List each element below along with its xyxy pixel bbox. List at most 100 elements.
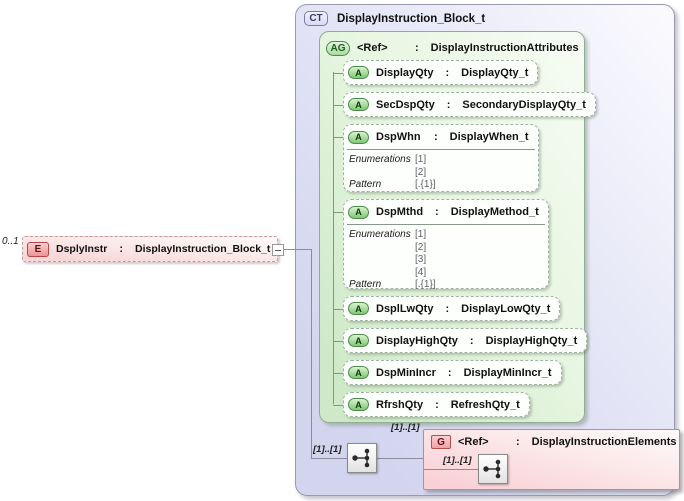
group-name: <Ref> [458,436,489,448]
attribute-badge: A [348,334,369,347]
separator: : [469,334,474,347]
attribute-title: A DisplayQty : DisplayQty_t [344,61,537,84]
pattern-label: Pattern [349,279,382,290]
enumerations-row: Enumerations [1] [2] [349,154,531,179]
sequence-glyph [352,448,370,468]
group-box[interactable]: G <Ref> : DisplayInstructionElements [1]… [423,429,680,490]
attribute-title: A SecDspQty : SecondaryDisplayQty_t [344,93,595,116]
occurrence-label: 0..1 [2,236,19,247]
attribute-badge: A [348,366,369,379]
attribute-box-dspminincr[interactable]: A DspMinIncr : DisplayMinIncr_t [333,360,562,385]
attribute-badge: A [348,130,369,144]
connector-line [377,458,423,459]
attribute-title: A DspMthd : DisplayMethod_t [344,200,548,224]
attribute-type: DisplayMinIncr_t [463,366,552,379]
attribute-box-dspmthd[interactable]: A DspMthd : DisplayMethod_t Enumerations… [333,199,549,290]
attribute-type: DisplayLowQty_t [461,302,551,315]
element-name: DsplyInstr [56,243,108,255]
occurrence-label: [1]..[1] [313,444,342,455]
element-badge: E [27,241,49,257]
attribute-box-rfrshqty[interactable]: A RfrshQty : RefreshQty_t [333,392,530,417]
sequence-glyph [483,459,501,479]
complex-type-badge: CT [304,11,328,26]
pattern-row: Pattern [.{1}] [349,279,541,292]
enumeration-value: [2] [415,241,427,253]
attribute-name: DspMthd [376,206,424,218]
separator: : [119,243,124,255]
attribute-badge: A [348,398,369,411]
occurrence-label: [1]..[1] [443,455,472,466]
separator: : [446,98,451,111]
separator: : [434,131,438,143]
facet-panel: Enumerations [1] [2] Pattern [.{1}] [347,149,535,194]
attribute-box-dspllwqty[interactable]: A DsplLwQty : DisplayLowQty_t [332,296,561,321]
attribute-type: DisplayHighQty_t [485,334,578,347]
attribute-title: A DisplayHighQty : DisplayHighQty_t [344,329,586,352]
connector-rail [333,72,334,404]
pattern-value: [.{1}] [415,279,436,290]
enumerations-label: Enumerations [349,229,411,240]
attribute-group-header: AG <Ref> : DisplayInstructionAttributes [320,32,584,58]
attribute-badge: A [348,302,369,315]
connector-line [311,458,347,459]
occurrence-label: [1]..[1] [391,422,420,433]
separator: : [435,398,439,411]
separator: : [435,206,439,218]
separator: : [445,302,450,315]
attribute-name: SecDspQty [376,98,435,111]
pattern-row: Pattern [.{1}] [349,179,531,192]
separator: : [516,436,520,448]
sequence-icon[interactable] [347,443,377,473]
minus-icon [275,250,281,251]
pattern-value: [.{1}] [415,179,436,190]
enumeration-values: [1] [2] [415,154,426,179]
facet-panel: Enumerations [1] [2] [3] [4] Pattern [347,224,545,294]
connector-line [311,249,312,458]
complex-type-box[interactable]: CT DisplayInstruction_Block_t AG <Ref> :… [295,4,675,496]
separator: : [447,366,452,379]
attribute-badge: A [348,98,369,111]
attribute-name: DisplayQty [376,66,434,79]
enumeration-value: [1] [415,229,427,240]
attribute-title: A RfrshQty : RefreshQty_t [344,393,529,416]
separator: : [415,42,419,54]
attribute-type: DisplayMethod_t [450,206,539,218]
element-box-dsplyinstr[interactable]: E DsplyInstr : DisplayInstruction_Block_… [22,236,284,262]
attribute-box-displayqty[interactable]: A DisplayQty : DisplayQty_t [332,60,539,85]
attribute-group-box[interactable]: AG <Ref> : DisplayInstructionAttributes … [319,31,596,423]
enumeration-value: [2] [415,166,427,178]
attribute-box-secdspqty[interactable]: A SecDspQty : SecondaryDisplayQty_t [333,92,596,117]
attribute-group-type: DisplayInstructionAttributes [430,42,579,54]
complex-type-title: DisplayInstruction_Block_t [337,12,486,25]
attribute-group-badge: AG [326,40,350,56]
group-header: G <Ref> : DisplayInstructionElements [424,430,679,449]
attribute-list: A DisplayQty : DisplayQty_t A SecDspQty … [332,60,596,417]
connector-line [282,249,312,250]
attribute-type: SecondaryDisplayQty_t [462,98,586,111]
enumerations-label: Enumerations [349,154,411,165]
attribute-badge: A [348,205,369,219]
attribute-badge: A [348,66,369,79]
attribute-name: DisplayHighQty [376,334,458,347]
attribute-type: DisplayQty_t [461,66,529,79]
element-type: DisplayInstruction_Block_t [135,243,271,255]
group-type: DisplayInstructionElements [531,436,677,448]
sequence-icon[interactable] [478,454,508,484]
attribute-name: DspMinIncr [376,366,436,379]
attribute-box-displayhighqty[interactable]: A DisplayHighQty : DisplayHighQty_t [332,328,588,353]
connector-line [424,469,478,470]
attribute-box-dspwhn[interactable]: A DspWhn : DisplayWhen_t Enumerations [1… [333,124,539,194]
group-badge: G [431,435,451,449]
attribute-title: A DspMinIncr : DisplayMinIncr_t [344,361,561,384]
attribute-name: DsplLwQty [376,302,434,315]
pattern-label: Pattern [349,179,382,190]
complex-type-header: CT DisplayInstruction_Block_t [296,5,674,26]
enumeration-value: [1] [415,154,427,165]
enumeration-value: [4] [415,266,427,278]
attribute-title: A DsplLwQty : DisplayLowQty_t [344,297,559,320]
collapse-handle[interactable] [272,244,284,256]
attribute-type: RefreshQty_t [450,398,520,411]
enumeration-values: [1] [2] [3] [4] [415,229,426,279]
separator: : [445,66,450,79]
